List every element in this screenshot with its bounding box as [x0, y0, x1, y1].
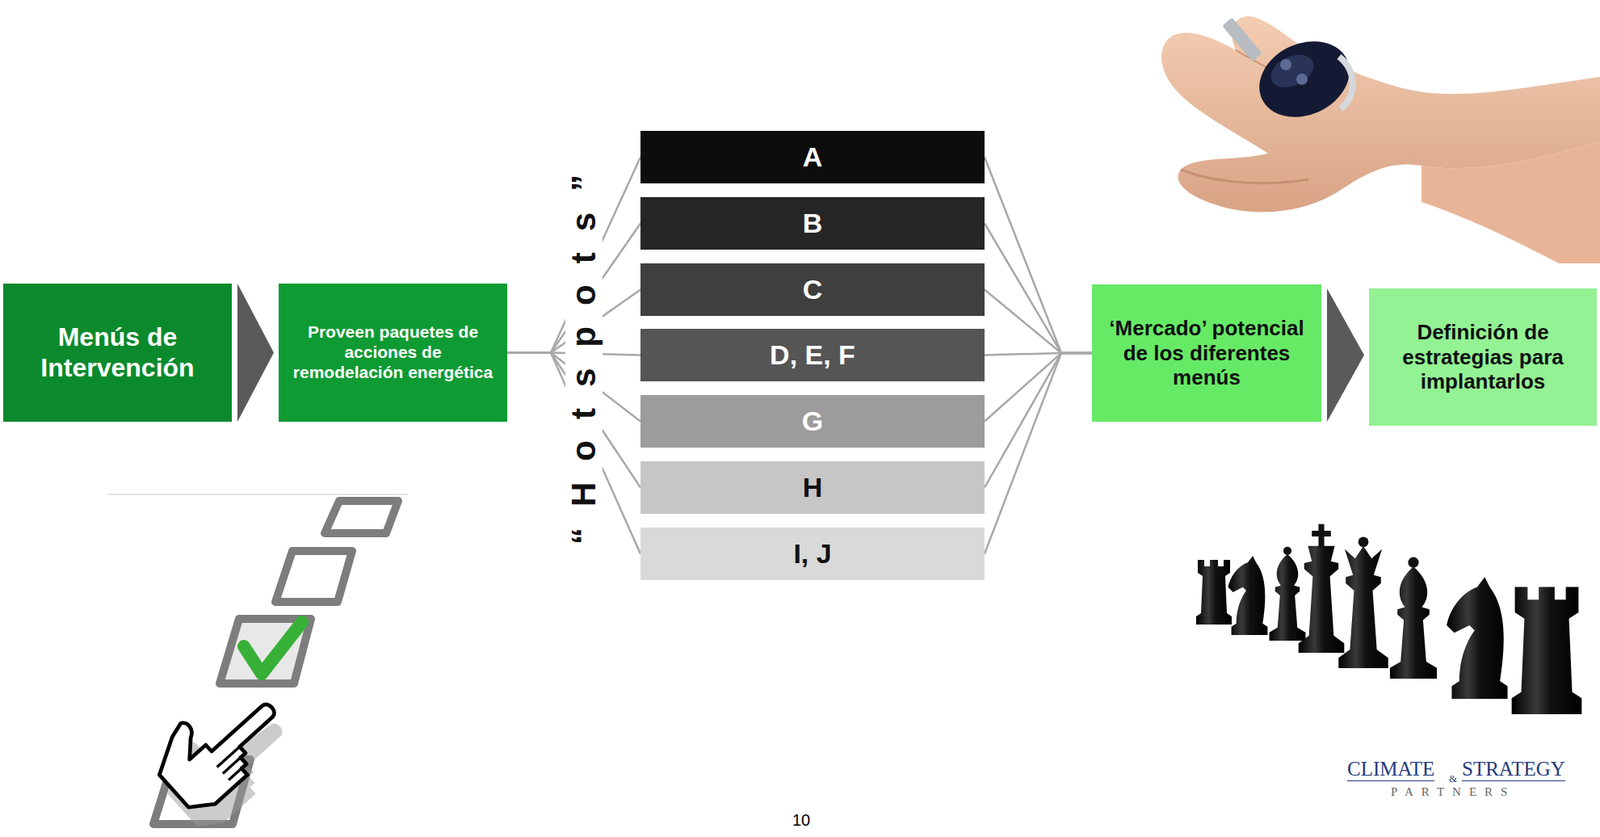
- process-box: Menús de Intervención: [3, 283, 232, 422]
- connector-line: [984, 289, 1092, 354]
- hotspot-bar: G: [640, 394, 985, 448]
- process-box: ‘Mercado’ potencial de los diferentes me…: [1091, 284, 1322, 422]
- hand-with-key: [1161, 16, 1600, 264]
- box-text: A: [802, 140, 824, 173]
- vertical-heading: “Hotspots”: [565, 153, 603, 566]
- page-number: 10: [792, 810, 811, 830]
- chess-pieces: [1196, 524, 1582, 714]
- box-text: H: [802, 470, 824, 504]
- box-text: B: [802, 206, 824, 240]
- box-text: ‘Mercado’ potencial de los diferentes me…: [1103, 315, 1311, 391]
- chevron-arrow: [1327, 288, 1365, 422]
- hotspot-bar: I, J: [640, 527, 985, 580]
- process-box: Definición de estrategias para implantar…: [1369, 288, 1597, 426]
- box-text: Menús de Intervención: [14, 322, 221, 384]
- hotspot-bar: H: [640, 461, 985, 514]
- logo-ampersand: &: [1448, 772, 1458, 786]
- checkbox-illustration: [107, 494, 408, 837]
- hotspot-bar: B: [640, 197, 985, 250]
- process-box: Proveen paquetes de acciones de remodela…: [278, 283, 508, 422]
- box-text: Proveen paquetes de acciones de remodela…: [289, 322, 496, 383]
- connector-line: [984, 352, 1092, 488]
- chevron-arrow: [237, 283, 274, 422]
- hotspot-bar: A: [640, 130, 985, 184]
- box-text: C: [802, 272, 824, 306]
- box-text: G: [802, 404, 824, 437]
- connector-line: [984, 157, 1092, 354]
- hotspot-bar: C: [640, 263, 985, 316]
- connector-line: [984, 223, 1092, 354]
- logo-word: CLIMATE: [1347, 757, 1435, 782]
- box-text: I, J: [793, 537, 832, 570]
- box-text: Definición de estrategias para implantar…: [1380, 319, 1586, 395]
- box-text: D, E, F: [769, 338, 856, 371]
- logo-subtitle: PARTNERS: [1390, 785, 1516, 799]
- hotspot-bar: D, E, F: [640, 328, 985, 382]
- connector-line: [984, 352, 1092, 555]
- logo-word: STRATEGY: [1461, 757, 1566, 782]
